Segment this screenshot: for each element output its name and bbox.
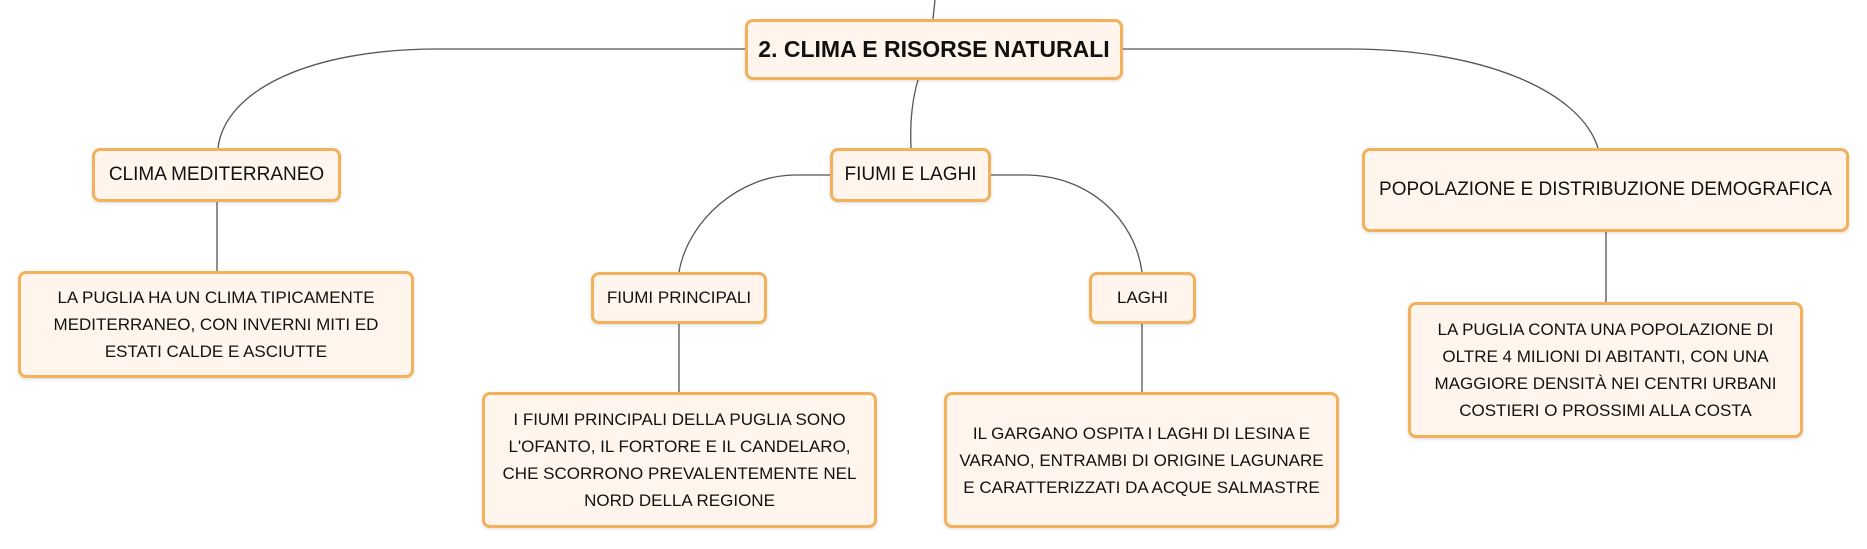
root-node[interactable]: 2. CLIMA E RISORSE NATURALI <box>745 19 1123 80</box>
connector-root-fiumi-laghi <box>910 79 919 149</box>
desc-fiumi-principali[interactable]: I FIUMI PRINCIPALI DELLA PUGLIA SONO L'O… <box>482 392 877 528</box>
root-node-label: 2. CLIMA E RISORSE NATURALI <box>758 36 1110 62</box>
desc-clima-text: LA PUGLIA HA UN CLIMA TIPICAMENTE MEDITE… <box>53 288 379 361</box>
node-clima-mediterraneo-label: CLIMA MEDITERRANEO <box>108 164 325 185</box>
node-clima-mediterraneo[interactable]: CLIMA MEDITERRANEO <box>92 148 341 202</box>
connector-root-popolazione <box>1123 48 1599 149</box>
desc-fiumi-principali-text: I FIUMI PRINCIPALI DELLA PUGLIA SONO L'O… <box>502 410 857 510</box>
desc-laghi[interactable]: IL GARGANO OSPITA I LAGHI DI LESINA E VA… <box>944 392 1339 528</box>
node-popolazione-label: POPOLAZIONE E DISTRIBUZIONE DEMOGRAFICA <box>1379 179 1832 200</box>
desc-popolazione[interactable]: LA PUGLIA CONTA UNA POPOLAZIONE DI OLTRE… <box>1408 302 1803 438</box>
node-fiumi-principali-label: FIUMI PRINCIPALI <box>606 288 752 307</box>
desc-clima[interactable]: LA PUGLIA HA UN CLIMA TIPICAMENTE MEDITE… <box>18 271 414 378</box>
connector-parent-root <box>932 0 936 20</box>
desc-popolazione-text: LA PUGLIA CONTA UNA POPOLAZIONE DI OLTRE… <box>1434 320 1777 420</box>
node-laghi-label: LAGHI <box>1116 288 1169 307</box>
node-fiumi-e-laghi[interactable]: FIUMI E LAGHI <box>830 148 991 202</box>
desc-laghi-text: IL GARGANO OSPITA I LAGHI DI LESINA E VA… <box>959 423 1324 497</box>
connector-fiumi-laghi-laghi <box>991 174 1143 273</box>
node-fiumi-e-laghi-label: FIUMI E LAGHI <box>844 164 977 185</box>
connector-root-clima <box>217 48 745 149</box>
node-laghi[interactable]: LAGHI <box>1089 272 1196 324</box>
node-fiumi-principali[interactable]: FIUMI PRINCIPALI <box>591 272 767 324</box>
connector-fiumi-laghi-fiumi-principali <box>678 174 830 273</box>
node-popolazione[interactable]: POPOLAZIONE E DISTRIBUZIONE DEMOGRAFICA <box>1362 148 1849 232</box>
